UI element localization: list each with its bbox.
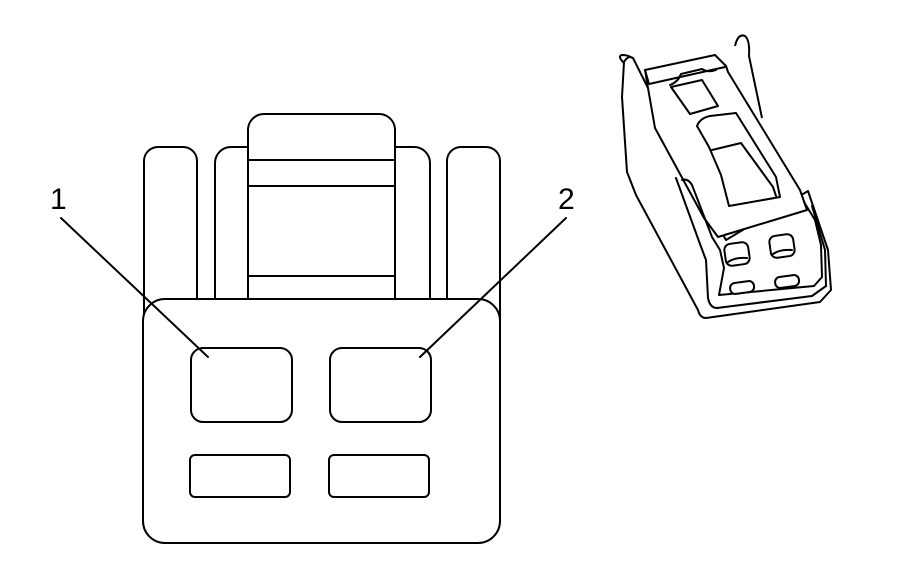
callout-2: 2 — [419, 183, 575, 358]
callout-2-leader — [419, 217, 567, 358]
cavity-3 — [189, 454, 291, 498]
cavity-2 — [329, 347, 432, 423]
callout-1-leader — [60, 217, 209, 358]
callout-2-label: 2 — [558, 183, 575, 216]
callout-1-label: 1 — [50, 183, 67, 216]
cavity-1 — [190, 347, 293, 423]
callout-1: 1 — [50, 183, 209, 358]
connector-face-view — [142, 113, 501, 544]
connector-isometric-view — [618, 34, 832, 319]
cavity-4 — [328, 454, 430, 498]
